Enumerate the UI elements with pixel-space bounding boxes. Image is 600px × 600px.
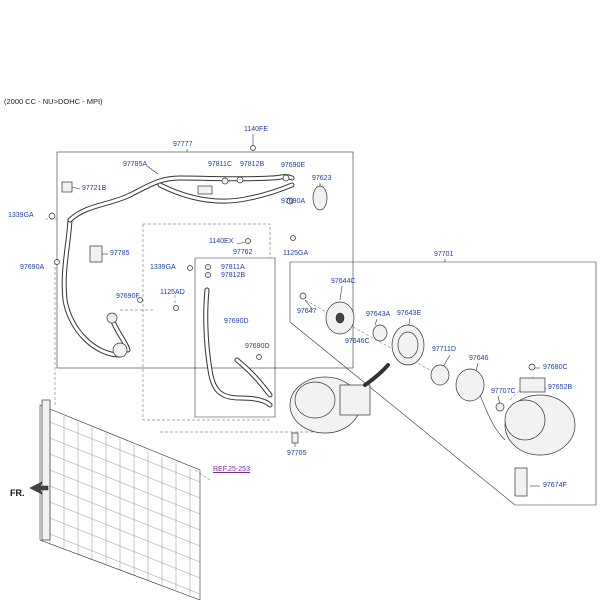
part-label-97644C[interactable]: 97644C <box>331 278 356 285</box>
part-label-97647[interactable]: 97647 <box>297 308 317 315</box>
part-label-97812B-a[interactable]: 97812B <box>240 161 265 168</box>
part-label-97690F[interactable]: 97690F <box>116 293 140 300</box>
part-label-1125AD[interactable]: 1125AD <box>160 289 185 296</box>
part-label-97674F[interactable]: 97674F <box>543 482 567 489</box>
front-arrow-icon <box>29 481 49 495</box>
part-label-97707C[interactable]: 97707C <box>491 388 516 395</box>
part-label-97652B[interactable]: 97652B <box>548 384 573 391</box>
part-label-97811C[interactable]: 97811C <box>208 161 233 168</box>
part-label-97690E[interactable]: 97690E <box>281 162 306 169</box>
part-label-97643E[interactable]: 97643E <box>397 310 422 317</box>
part-label-97701[interactable]: 97701 <box>434 251 454 258</box>
group-boxes <box>56 151 597 506</box>
part-label-97690D-b[interactable]: 97690D <box>245 343 270 350</box>
part-label-97690D-a[interactable]: 97690D <box>224 318 249 325</box>
clutch-parts <box>325 301 506 441</box>
part-label-97680C[interactable]: 97680C <box>543 364 568 371</box>
part-label-97785A[interactable]: 97785A <box>123 161 148 168</box>
part-label-97762[interactable]: 97762 <box>233 249 253 256</box>
box-compressor-97701 <box>289 261 597 506</box>
hose-97762 <box>203 287 273 408</box>
part-label-97721B[interactable]: 97721B <box>82 185 107 192</box>
part-label-1125GA[interactable]: 1125GA <box>283 250 309 257</box>
front-direction-label: FR. <box>10 488 25 498</box>
part-label-97690A-b[interactable]: 97690A <box>20 264 45 271</box>
part-label-1339GA-a[interactable]: 1339GA <box>8 212 34 219</box>
part-label-1339GA-b[interactable]: 1339GA <box>150 264 176 271</box>
part-label-97811A[interactable]: 97811A <box>221 264 245 271</box>
compressor-center <box>289 363 390 434</box>
part-label-97711D[interactable]: 97711D <box>432 346 457 353</box>
part-label-97785[interactable]: 97785 <box>110 250 130 257</box>
part-label-1140FE[interactable]: 1140FE <box>244 126 268 133</box>
part-label-97646C[interactable]: 97646C <box>345 338 370 345</box>
part-label-97643A[interactable]: 97643A <box>366 311 391 318</box>
part-label-97623[interactable]: 97623 <box>312 175 332 182</box>
part-label-97705[interactable]: 97705 <box>287 450 307 457</box>
engine-spec-title: (2000 CC - NU>DOHC - MPI) <box>4 97 103 106</box>
part-label-97777[interactable]: 97777 <box>173 141 193 148</box>
hose-97777 <box>61 174 295 358</box>
box-hose-assembly-97762 <box>194 257 276 418</box>
condenser <box>39 399 201 600</box>
part-label-97646[interactable]: 97646 <box>469 355 489 362</box>
part-label-1140EX[interactable]: 1140EX <box>209 238 234 245</box>
reference-link[interactable]: REF.25-253 <box>213 466 250 473</box>
part-label-97690A-a[interactable]: 97690A <box>281 198 306 205</box>
part-label-97812B-b[interactable]: 97812B <box>221 272 246 279</box>
fasteners <box>48 145 536 444</box>
compressor-right <box>504 377 576 497</box>
